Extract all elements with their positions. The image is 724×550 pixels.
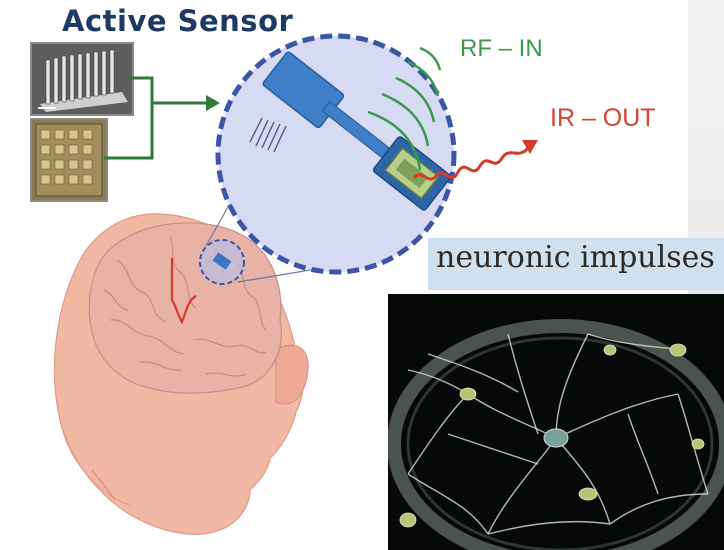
ir-out-label: IR – OUT — [550, 104, 656, 132]
rf-waves — [367, 46, 442, 171]
implant-device — [262, 51, 452, 211]
connector-lines — [104, 76, 208, 160]
arrow-head-icon — [206, 95, 220, 111]
diagram-title: Active Sensor — [62, 4, 294, 38]
sem-microchip-image — [30, 42, 134, 116]
neuron-micrograph — [388, 294, 724, 550]
caption-text: neuronic impulses — [436, 240, 715, 275]
ir-arrow-icon — [522, 140, 538, 154]
ir-squiggle — [412, 146, 530, 181]
magnified-sensor-view — [215, 33, 457, 275]
rf-in-label: RF – IN — [460, 35, 543, 62]
caption-box — [428, 238, 724, 290]
chip-array-image — [30, 118, 108, 202]
head-brain-illustration — [53, 213, 309, 535]
